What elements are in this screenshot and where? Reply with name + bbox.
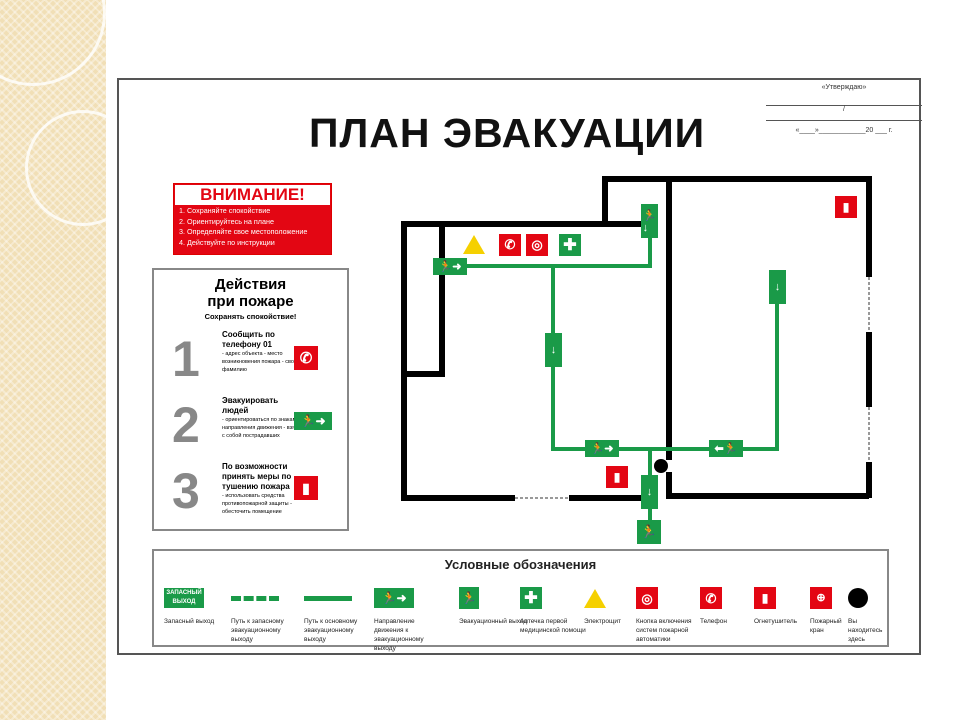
route-line	[551, 266, 779, 451]
legend-label: Направление движения к эвакуационному вы…	[374, 618, 424, 652]
step-number: 1	[172, 331, 200, 387]
approval-block: «Утверждаю» / «____»____________20 ___ г…	[764, 84, 924, 134]
doors-windows	[515, 277, 870, 499]
step-details: - использовать средства противопожарной …	[222, 493, 292, 515]
legend-panel: Условные обозначения ЗАПАСНЫЙ ВЫХОД Запас…	[152, 549, 889, 652]
actions-subtitle: Сохранять спокойствие!	[204, 312, 297, 321]
legend-label: Телефон	[700, 618, 727, 625]
exit-direction-sign: ↓	[641, 475, 658, 509]
step-title: По возможности принять меры по тушению п…	[222, 462, 292, 491]
fire-extinguisher-icon: ▮	[294, 476, 318, 500]
legend-label: Запасный выход	[164, 618, 215, 625]
legend-label: Электрощит	[584, 618, 621, 625]
signature-line: /	[766, 106, 922, 121]
legend-item: ✚ Аптечка первой медицинской помощи	[520, 587, 590, 635]
legend-label: Путь к основному эвакуационному выходу	[304, 618, 358, 643]
legend-label: Кнопка включения систем пожарной автомат…	[636, 618, 692, 643]
legend-item: 🏃➜ Направление движения к эвакуационному …	[374, 587, 444, 653]
legend-item: Вы находитесь здесь	[848, 587, 893, 644]
spare-exit-icon: ЗАПАСНЫЙ ВЫХОД	[164, 588, 204, 608]
legend-label: Аптечка первой медицинской помощи	[520, 618, 586, 634]
legend-item: Электрощит	[584, 587, 654, 626]
fire-hydrant-icon: ⊕	[810, 587, 832, 609]
warning-box: ВНИМАНИЕ! 1. Сохраняйте спокойствие 2. О…	[173, 183, 332, 255]
legend-item: ◎ Кнопка включения систем пожарной автома…	[636, 587, 706, 644]
legend-item: ▮ Огнетушитель	[754, 587, 824, 626]
approval-date: «____»____________20 ___ г.	[795, 127, 893, 134]
fire-extinguisher-icon: ▮	[754, 587, 776, 609]
legend-title: Условные обозначения	[444, 557, 597, 572]
approval-label: «Утверждаю»	[821, 84, 867, 91]
slash: /	[843, 106, 845, 113]
exit-direction-sign: ⬅🏃	[709, 440, 743, 457]
phone-icon: ✆	[499, 234, 521, 256]
phone-icon: ✆	[294, 346, 318, 370]
first-aid-icon: ✚	[559, 234, 581, 256]
phone-icon: ✆	[700, 587, 722, 609]
wall	[401, 221, 642, 501]
exit-direction-sign: ↓	[769, 270, 786, 304]
electrical-panel-icon	[584, 588, 606, 608]
step-title: Сообщить по телефону 01	[222, 330, 275, 349]
legend-item: ✆ Телефон	[700, 587, 770, 626]
warning-item: 3. Определяйте свое местоположение	[179, 227, 308, 236]
walls	[401, 176, 872, 501]
step-details: - адрес объекта - место возникновения по…	[222, 351, 299, 373]
warning-item: 2. Ориентируйтесь на плане	[179, 216, 274, 226]
legend-item: ЗАПАСНЫЙ ВЫХОД Запасный выход	[164, 587, 234, 626]
exit-direction-icon: 🏃➜	[374, 588, 414, 608]
wall	[602, 176, 872, 277]
you-are-here-marker	[654, 459, 668, 473]
actions-title: при пожаре	[207, 293, 294, 310]
evacuation-plan: ПЛАН ЭВАКУАЦИИ «Утверждаю» / «____»_____…	[117, 78, 924, 655]
decorative-background-strip	[0, 0, 106, 720]
fire-extinguisher-icon: ▮	[835, 196, 857, 218]
exit-direction-sign: 🏃➜	[585, 440, 619, 457]
plan-title: ПЛАН ЭВАКУАЦИИ	[309, 110, 706, 156]
exit-direction-sign: 🏃↓	[641, 204, 658, 238]
legend-label: Огнетушитель	[754, 618, 798, 625]
legend-label: Путь к запасному эвакуационному выходу	[231, 618, 284, 643]
fire-alarm-button-icon: ◎	[636, 587, 658, 609]
legend-label: Вы находитесь здесь	[848, 618, 883, 643]
legend-label: Эвакуационный выход	[459, 618, 528, 625]
signature-line	[766, 91, 922, 106]
warning-item: 1. Сохраняйте спокойствие	[179, 206, 271, 215]
first-aid-icon: ✚	[520, 587, 542, 609]
step-title: Эвакуировать людей	[222, 396, 279, 415]
solid-route-icon	[304, 595, 352, 601]
electrical-panel-icon	[463, 235, 485, 254]
legend-label: Пожарный кран	[810, 618, 842, 634]
exit-direction-icon: 🏃➜	[294, 412, 332, 430]
step-number: 3	[172, 463, 200, 519]
legend-item: Путь к запасному эвакуационному выходу	[231, 587, 301, 644]
evacuation-exit-sign: 🏃	[637, 520, 661, 544]
actions-title: Действия	[214, 276, 287, 293]
dashed-route-icon	[231, 595, 279, 601]
exit-direction-sign: 🏃➜	[433, 258, 467, 275]
wall	[404, 224, 445, 377]
step-details: - ориентироваться по знакам направления …	[222, 417, 301, 439]
warning-title: ВНИМАНИЕ!	[175, 185, 330, 205]
exit-direction-sign: ↓	[545, 333, 562, 367]
fire-extinguisher-icon: ▮	[606, 466, 628, 488]
warning-item: 4. Действуйте по инструкции	[179, 237, 275, 247]
step-number: 2	[172, 397, 200, 453]
legend-item: 🏃 Эвакуационный выход	[459, 587, 529, 626]
you-are-here-icon	[848, 588, 868, 608]
wall	[666, 472, 869, 499]
fire-alarm-button-icon: ◎	[526, 234, 548, 256]
evacuation-exit-icon: 🏃	[459, 587, 479, 609]
legend-item: Путь к основному эвакуационному выходу	[304, 587, 374, 644]
legend-item: ⊕ Пожарный кран	[810, 587, 850, 635]
